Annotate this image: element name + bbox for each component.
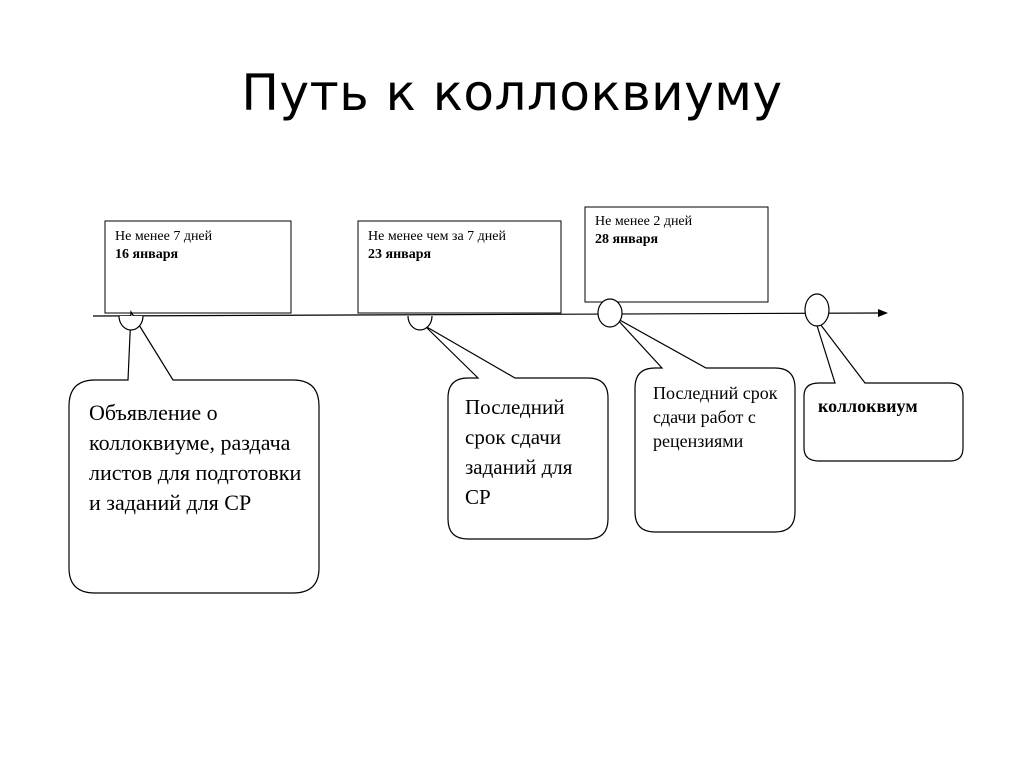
milestone-text-1: Не менее 7 дней 16 января xyxy=(115,228,285,264)
milestone-note-1: Не менее 7 дней xyxy=(115,229,213,244)
timeline-marker-4 xyxy=(804,293,830,327)
milestone-box-3 xyxy=(584,206,769,303)
timeline-marker-2 xyxy=(407,315,433,331)
milestone-text-2: Не менее чем за 7 дней 23 января xyxy=(368,228,558,264)
milestone-date-3: 28 января xyxy=(595,232,659,247)
callout-text-4: коллоквиум xyxy=(818,396,918,416)
milestone-box-1 xyxy=(104,220,292,314)
timeline-arrowhead xyxy=(878,309,888,317)
milestone-note-3: Не менее 2 дней xyxy=(595,214,693,229)
milestone-date-1: 16 января xyxy=(115,247,179,262)
timeline-axis xyxy=(92,312,883,317)
milestone-note-2: Не менее чем за 7 дней xyxy=(368,229,506,244)
callout-bubble-3 xyxy=(615,317,796,533)
milestone-date-2: 23 января xyxy=(368,247,432,262)
callout-text-2: Последний срок сдачи заданий для СР xyxy=(465,395,573,509)
timeline-marker-1 xyxy=(118,315,144,331)
milestone-text-3: Не менее 2 дней 28 января xyxy=(595,213,765,249)
page-title: Путь к коллоквиуму xyxy=(241,64,783,122)
callout-bubble-4 xyxy=(803,315,964,462)
callout-bubble-1 xyxy=(68,310,320,594)
callout-bubble-2 xyxy=(424,325,609,540)
timeline-marker-3 xyxy=(597,298,623,328)
callout-text-3: Последний срок сдачи работ с рецензиями xyxy=(653,383,778,451)
milestone-box-2 xyxy=(357,220,562,314)
callout-text-1: Объявление о коллоквиуме, раздача листов… xyxy=(89,400,302,515)
